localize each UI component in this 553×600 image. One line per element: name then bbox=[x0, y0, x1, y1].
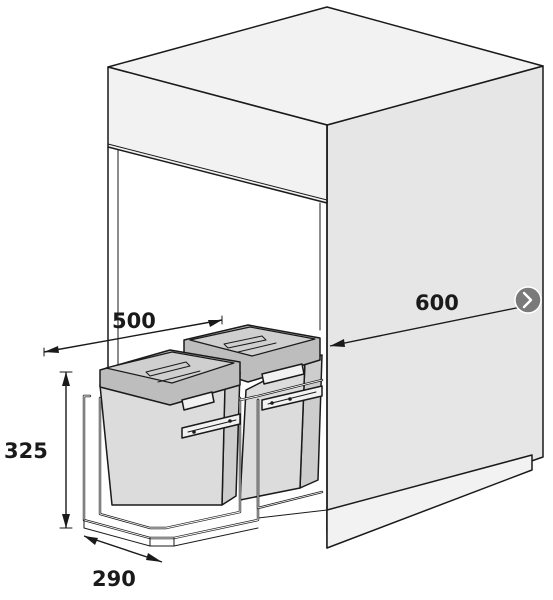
dimension-label-600: 600 bbox=[415, 291, 459, 315]
dimension-width: 500 bbox=[43, 309, 223, 357]
dimension-label-290: 290 bbox=[92, 567, 136, 591]
dimension-depth: 600 bbox=[329, 291, 522, 347]
front-frame bbox=[82, 378, 324, 547]
dimension-front-width: 290 bbox=[83, 535, 163, 591]
chevron-right-icon bbox=[522, 291, 533, 309]
cabinet bbox=[107, 6, 544, 549]
pullout-waste-bin-unit bbox=[82, 324, 324, 547]
front-bin bbox=[99, 349, 241, 506]
next-image-button[interactable] bbox=[514, 286, 542, 314]
dimension-label-500: 500 bbox=[112, 309, 156, 333]
runner-rails bbox=[181, 363, 323, 439]
dimension-label-325: 325 bbox=[4, 439, 48, 463]
dimension-height: 325 bbox=[4, 371, 73, 529]
